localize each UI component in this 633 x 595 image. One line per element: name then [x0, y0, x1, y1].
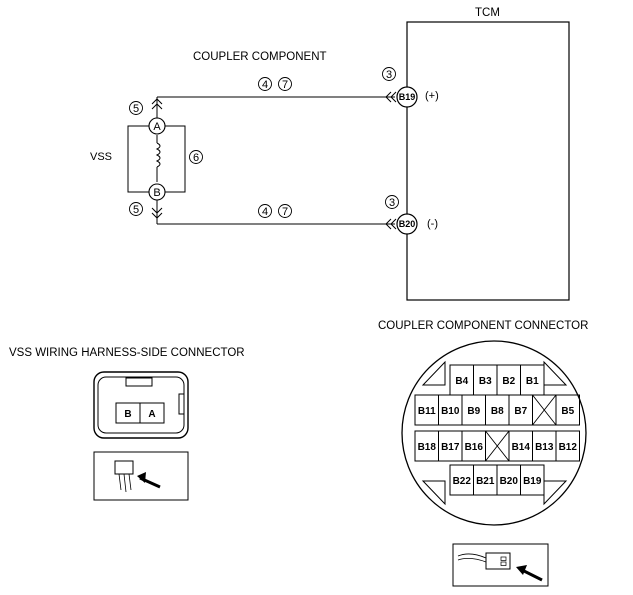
corner-key-icon	[421, 480, 446, 506]
plug-pin-icon	[500, 561, 507, 566]
coupler-pin-label: B2	[502, 376, 515, 387]
unused-cavity-icon	[485, 430, 510, 462]
coupler-pin-label: B7	[514, 406, 527, 417]
tcm-b19-label: B19	[399, 92, 416, 102]
plug-icon	[114, 460, 134, 475]
coupler-pin-label: B9	[467, 406, 480, 417]
upper-wire-step-2: 7	[282, 79, 288, 91]
step-circle	[129, 202, 143, 216]
coupler-pin-label: B10	[441, 406, 460, 417]
tcm-b20-label: B20	[399, 219, 416, 229]
vss-connector-pin-b: B	[124, 409, 131, 420]
coupler-pin-label: B3	[479, 376, 492, 387]
arrow-head-icon	[137, 472, 146, 483]
corner-key-icon	[543, 360, 568, 386]
step-circle	[385, 195, 399, 209]
plug-pin-icon	[500, 556, 507, 561]
plug-icon	[485, 552, 511, 570]
step-circle	[129, 101, 143, 115]
corner-key-icon	[421, 360, 446, 386]
coupler-pin-label: B8	[491, 406, 504, 417]
step-circle	[382, 67, 396, 81]
tcm-b20-pin	[396, 213, 418, 235]
step-circle	[278, 77, 292, 91]
arrow-icon	[521, 568, 543, 582]
vss-connector-key	[178, 393, 185, 415]
step-circle	[189, 150, 203, 164]
coupler-component-title: COUPLER COMPONENT	[193, 51, 327, 63]
step-circle	[278, 204, 292, 218]
upper-wire-step-1: 4	[262, 79, 268, 91]
vss-terminal-b-label: B	[153, 187, 160, 199]
coupler-view-direction-box	[452, 543, 549, 587]
tcm-b19-polarity: (+)	[425, 90, 439, 102]
vss-connector-shell	[93, 371, 189, 439]
coupler-pin-label: B12	[559, 442, 578, 453]
lower-wire-step-1: 4	[262, 206, 268, 218]
tcm-b20-connector-icon	[385, 218, 397, 230]
coupler-pin-label: B16	[465, 442, 484, 453]
vss-terminal-b	[148, 183, 166, 201]
coupler-pin-label: B19	[523, 476, 542, 487]
vss-view-direction-box	[93, 451, 189, 501]
coupler-connector-title: COUPLER COMPONENT CONNECTOR	[378, 320, 588, 332]
wire-icon	[457, 553, 487, 559]
tcm-b19-step: 3	[386, 69, 392, 81]
vss-coil-step: 6	[193, 152, 199, 164]
wire-icon	[457, 558, 487, 563]
coupler-pin-label: B13	[535, 442, 554, 453]
coupler-connector-shell	[401, 340, 587, 526]
vss-terminal-a-label: A	[153, 121, 161, 133]
coupler-pin-label: B14	[512, 442, 531, 453]
coupler-pin-label: B5	[561, 406, 574, 417]
vss-lower-step: 5	[133, 204, 139, 216]
vss-connector-pin-a: A	[148, 409, 155, 420]
coupler-pin-label: B21	[476, 476, 495, 487]
lower-wire-step-2: 7	[282, 206, 288, 218]
coupler-pin-label: B17	[441, 442, 460, 453]
vss-upper-connector-icon	[151, 98, 163, 110]
coupler-pin-label: B11	[418, 406, 436, 417]
vss-connector-inner	[97, 376, 185, 434]
vss-terminal-a	[148, 117, 166, 135]
step-circle	[258, 204, 272, 218]
corner-key-icon	[543, 480, 568, 506]
wire-icon	[118, 473, 132, 493]
tcm-b20-step: 3	[389, 197, 395, 209]
coupler-cell-b5	[555, 394, 580, 426]
unused-cavity-icon	[532, 394, 557, 426]
tcm-label: TCM	[475, 7, 500, 19]
tcm-box	[406, 21, 570, 301]
arrow-head-icon	[516, 565, 527, 575]
vss-label: VSS	[90, 151, 112, 163]
vss-lower-connector-icon	[151, 207, 163, 219]
coupler-cell-b19	[520, 464, 545, 496]
tcm-b20-polarity: (-)	[427, 218, 438, 230]
coil-icon	[155, 142, 161, 168]
coupler-pin-label: B1	[526, 376, 539, 387]
tcm-b19-pin	[396, 86, 418, 108]
vss-connector-latch	[125, 377, 153, 387]
step-circle	[258, 77, 272, 91]
coupler-pin-label: B20	[500, 476, 519, 487]
tcm-b19-connector-icon	[385, 91, 397, 103]
coupler-pin-label: B22	[453, 476, 472, 487]
coupler-cell-b12	[555, 430, 580, 462]
vss-connector-title: VSS WIRING HARNESS-SIDE CONNECTOR	[9, 347, 245, 359]
coupler-pin-label: B4	[455, 376, 468, 387]
coupler-pin-label: B18	[418, 442, 437, 453]
vss-upper-step: 5	[133, 103, 139, 115]
